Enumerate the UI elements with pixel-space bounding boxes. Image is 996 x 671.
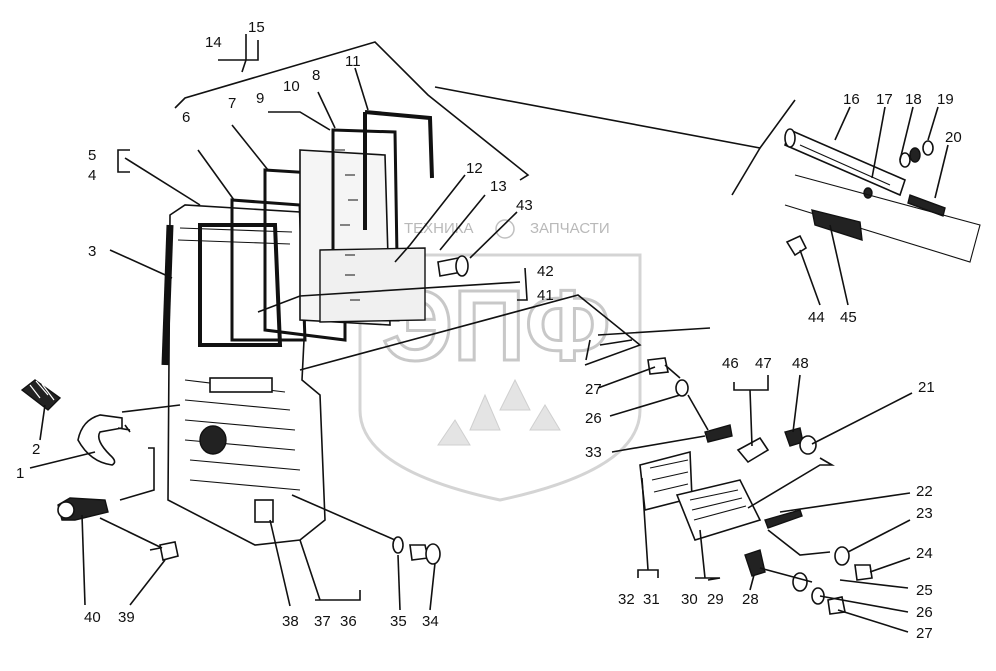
part-labels: 14 15 5 4 3 6 7 9 10 8 11 12 13 43 42 41… bbox=[16, 19, 962, 642]
leader-lines bbox=[29, 34, 949, 633]
spring-20 bbox=[907, 194, 946, 217]
label-35: 35 bbox=[390, 613, 407, 630]
label-19: 19 bbox=[937, 91, 954, 108]
label-8: 8 bbox=[312, 67, 320, 84]
lock-cylinder bbox=[57, 497, 109, 521]
label-6: 6 bbox=[182, 109, 190, 126]
label-25: 25 bbox=[916, 582, 933, 599]
label-34: 34 bbox=[422, 613, 439, 630]
label-48: 48 bbox=[792, 355, 809, 372]
label-9: 9 bbox=[256, 90, 264, 107]
seal-strip bbox=[161, 224, 174, 366]
label-36: 36 bbox=[340, 613, 357, 630]
label-26-bottom: 26 bbox=[916, 604, 933, 621]
label-5: 5 bbox=[88, 147, 96, 164]
lock-housing-29-30 bbox=[675, 479, 762, 541]
label-17: 17 bbox=[876, 91, 893, 108]
label-20: 20 bbox=[945, 129, 962, 146]
washers-18-19 bbox=[863, 140, 934, 199]
label-47: 47 bbox=[755, 355, 772, 372]
label-32: 32 bbox=[618, 591, 635, 608]
rod-tray bbox=[784, 174, 981, 263]
bolt-34 bbox=[409, 543, 441, 565]
label-12: 12 bbox=[466, 160, 483, 177]
door-handle bbox=[77, 414, 123, 466]
watermark-parts: ЗАПЧАСТИ bbox=[530, 220, 610, 237]
watermark: ЭПФ ТЕХНИКА ЗАПЧАСТИ bbox=[358, 219, 642, 502]
label-4: 4 bbox=[88, 167, 96, 184]
label-7: 7 bbox=[228, 95, 236, 112]
label-33: 33 bbox=[585, 444, 602, 461]
label-10: 10 bbox=[283, 78, 300, 95]
label-2: 2 bbox=[32, 441, 40, 458]
washer-21 bbox=[799, 435, 817, 455]
washer-23 bbox=[834, 546, 850, 566]
washer-35 bbox=[392, 536, 404, 554]
label-22: 22 bbox=[916, 483, 933, 500]
bolt-28 bbox=[744, 549, 766, 577]
label-30: 30 bbox=[681, 591, 698, 608]
label-39: 39 bbox=[118, 609, 135, 626]
label-21: 21 bbox=[918, 379, 935, 396]
label-3: 3 bbox=[88, 243, 96, 260]
label-28: 28 bbox=[742, 591, 759, 608]
label-29: 29 bbox=[707, 591, 724, 608]
rod-22 bbox=[764, 509, 803, 529]
washer-25 bbox=[792, 572, 808, 592]
label-18: 18 bbox=[905, 91, 922, 108]
washer-26-top bbox=[675, 379, 689, 397]
label-24: 24 bbox=[916, 545, 933, 562]
label-27-bottom: 27 bbox=[916, 625, 933, 642]
door-panel bbox=[167, 204, 326, 546]
label-1: 1 bbox=[16, 465, 24, 482]
pin-33 bbox=[704, 424, 733, 443]
watermark-company: ТЕХНИКА bbox=[404, 220, 474, 237]
label-27-top: 27 bbox=[585, 381, 602, 398]
knob-44 bbox=[785, 234, 808, 257]
label-31: 31 bbox=[643, 591, 660, 608]
bolt-39 bbox=[149, 541, 179, 561]
label-38: 38 bbox=[282, 613, 299, 630]
label-43: 43 bbox=[516, 197, 533, 214]
label-16: 16 bbox=[843, 91, 860, 108]
spring bbox=[20, 379, 62, 411]
label-40: 40 bbox=[84, 609, 101, 626]
label-41: 41 bbox=[537, 287, 554, 304]
latch-45 bbox=[811, 209, 863, 241]
label-11: 11 bbox=[345, 53, 361, 70]
window-frames bbox=[198, 110, 434, 347]
label-46: 46 bbox=[722, 355, 739, 372]
bolt-43 bbox=[437, 255, 469, 277]
label-26-top: 26 bbox=[585, 410, 602, 427]
label-15: 15 bbox=[248, 19, 265, 36]
label-37: 37 bbox=[314, 613, 331, 630]
label-42: 42 bbox=[537, 263, 554, 280]
label-14: 14 bbox=[205, 34, 222, 51]
label-13: 13 bbox=[490, 178, 507, 195]
label-45: 45 bbox=[840, 309, 857, 326]
bolt-24 bbox=[854, 564, 873, 581]
bracket-47 bbox=[736, 436, 770, 464]
label-23: 23 bbox=[916, 505, 933, 522]
label-44: 44 bbox=[808, 309, 825, 326]
hinge-rod bbox=[784, 128, 906, 197]
